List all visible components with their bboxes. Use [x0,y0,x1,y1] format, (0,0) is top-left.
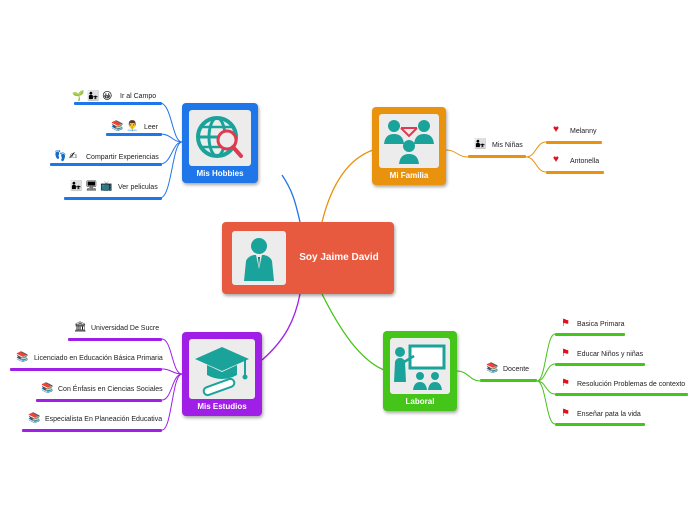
familia-title: Mi Familia [389,171,429,180]
leaf-label: Enseñar pata la vida [577,411,641,418]
leaf-label: Compartir Experiencias [86,154,159,161]
leaf-label: Educar Niños y niñas [577,351,644,358]
leaf-label: Licenciado en Educación Básica Primaria [34,355,163,362]
hobbies-title: Mis Hobbies [196,169,244,178]
books-icon: 📚 [486,363,499,374]
leaf-label: Resolución Problemas de contexto [577,381,686,388]
laboral-node[interactable]: Laboral [383,331,457,411]
flag-icon: ⚑ [561,378,570,389]
underline [546,171,604,174]
footprints-icon: 👣 [54,151,67,162]
person-icon [232,231,286,285]
leaf-label: Universidad De Sucre [91,325,160,332]
underline [10,368,162,371]
books-icon: 📚 [28,413,41,424]
plant-icon: 🌱 [72,91,85,102]
hobbies-node[interactable]: Mis Hobbies [182,103,258,183]
laboral-title: Laboral [405,397,435,406]
flag-icon: ⚑ [561,348,570,359]
heart-icon: ♥ [553,154,559,165]
underline [22,429,162,432]
family-network-icon [379,114,439,168]
underline [106,133,162,136]
leaf-label: Ir al Campo [120,93,157,100]
underline [555,423,645,426]
tv-icon: 📺 [100,181,113,192]
writing-icon: ✍ [69,151,78,162]
university-icon: 🏛 [74,322,87,333]
books-icon: 📚 [111,121,124,132]
books-icon: 📚 [16,352,29,363]
books-icon: 📚 [41,383,54,394]
leaf-label: Especialista En Planeación Educativa [45,416,163,423]
underline [555,393,688,396]
leaf-label: Basica Primara [577,321,625,328]
underline [555,333,625,336]
underline [50,163,162,166]
underline [546,141,602,144]
leaf-label: Leer [144,124,159,131]
underline [36,399,162,402]
underline [68,338,162,341]
estudios-node[interactable]: Mis Estudios [182,332,262,416]
underline [555,363,645,366]
heart-icon: ♥ [553,124,559,135]
computer-icon: 🖥 [85,181,98,192]
leaf-label: Melanny [570,128,597,135]
teacher-board-icon [390,338,450,394]
family-icon: 👨‍👧 [474,139,487,150]
branch-label: Docente [503,366,530,373]
familia-node[interactable]: Mi Familia [372,107,446,185]
graduation-cap-icon [189,339,255,399]
central-title: Soy Jaime David [299,252,379,263]
family-icon: 👨‍👧 [70,181,83,192]
branch-label: Mis Niñas [492,142,523,149]
estudios-title: Mis Estudios [197,402,247,411]
underline [64,197,162,200]
leaf-label: Con Énfasis en Ciencias Sociales [58,386,163,393]
underline [480,379,537,382]
smile-icon: 😀 [102,91,113,102]
flag-icon: ⚑ [561,408,570,419]
underline [74,102,162,105]
leaf-label: Ver peliculas [118,184,158,191]
leaf-label: Antonella [570,158,600,165]
central-topic[interactable]: Soy Jaime David [222,222,394,294]
flag-icon: ⚑ [561,318,570,329]
family-icon: 👨‍👧 [87,91,100,102]
globe-search-icon [189,110,251,166]
person-reading-icon: 👨‍💼 [126,121,139,132]
underline [468,155,526,158]
